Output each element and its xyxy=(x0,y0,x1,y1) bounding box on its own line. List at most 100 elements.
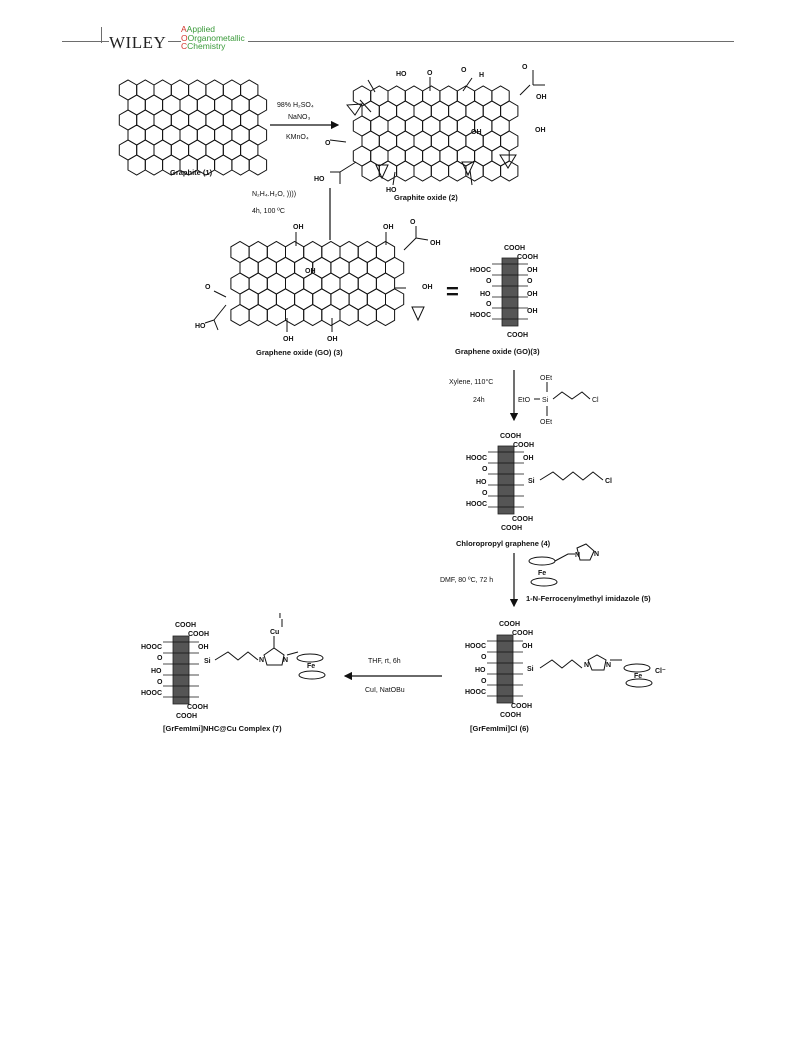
c5-n2: N xyxy=(594,551,599,558)
s4-cooh-4: COOH xyxy=(501,525,522,532)
graphene-sheet-7: COOH COOH HOOC OH O Si HO O HOOC COOH CO… xyxy=(141,613,326,720)
hexagon-ring xyxy=(214,154,233,176)
go2-o-left: O xyxy=(325,140,331,147)
journal-line-2: OOrganometallic xyxy=(181,32,245,43)
go2-oh-top: HO xyxy=(396,71,407,78)
s7-n2: N xyxy=(283,657,288,664)
s3-oh-2: OH xyxy=(527,291,538,298)
equals-sign: = xyxy=(446,279,459,304)
s6-cooh-1: COOH xyxy=(499,621,520,628)
hexagon-ring xyxy=(465,160,484,182)
compound-2-label: Graphite oxide (2) xyxy=(394,193,458,202)
step2-reagent-a: N₂H₄.H₂O, )))) xyxy=(252,191,296,198)
hexagon-ring xyxy=(248,303,268,327)
compound-1-label: Graphite (1) xyxy=(170,168,213,177)
go2-h-ald: H xyxy=(479,72,484,79)
ferrocenyl-imidazole-structure xyxy=(528,543,595,587)
go2-ho-bottom: HO xyxy=(386,187,397,194)
s4-cooh-2: COOH xyxy=(513,442,534,449)
step2-reagent-b: 4h, 100 ºC xyxy=(252,208,285,215)
hexagon-ring xyxy=(430,160,450,182)
s4-cl: Cl xyxy=(605,478,612,485)
s7-i: I xyxy=(279,613,281,620)
s4-o-2: O xyxy=(482,490,488,497)
s7-si: Si xyxy=(204,658,211,665)
s4-cooh-1: COOH xyxy=(500,433,521,440)
s3-o-3: O xyxy=(486,301,492,308)
go3-oh-top1: OH xyxy=(293,224,304,231)
hexagon-ring xyxy=(375,303,396,327)
go2-ho-left: HO xyxy=(314,176,325,183)
header-tick xyxy=(101,27,102,43)
graphene-sheet-3b: COOH COOH HOOC OH O O HO OH O HOOC OH CO… xyxy=(470,245,538,339)
hexagon-ring xyxy=(303,303,323,327)
s3-cooh-2: COOH xyxy=(517,254,538,261)
s6-hooc-1: HOOC xyxy=(465,643,486,650)
go3-o-acid: O xyxy=(410,219,416,226)
hexagon-ring xyxy=(230,303,250,327)
s7-o-2: O xyxy=(157,679,163,686)
s7-hooc-1: HOOC xyxy=(141,644,162,651)
hexagon-ring xyxy=(285,303,305,327)
s7-cooh-1: COOH xyxy=(175,622,196,629)
s3-o-1: O xyxy=(486,278,492,285)
go2-o-ald: O xyxy=(461,67,467,74)
s7-cooh-4: COOH xyxy=(176,713,197,720)
go3-oh-bottom2: OH xyxy=(327,336,338,343)
graphene-oxide-structure xyxy=(204,226,429,332)
journal-name: AApplied OOrganometallic CChemistry xyxy=(181,25,248,51)
hexagon-ring xyxy=(413,160,432,182)
s6-cooh-3: COOH xyxy=(511,703,532,710)
go3-oh-right: OH xyxy=(422,284,433,291)
s4-oh-1: OH xyxy=(523,455,534,462)
hexagon-ring xyxy=(321,303,341,327)
graphite-oxide-structure xyxy=(329,70,545,186)
s4-ho-1: HO xyxy=(476,479,487,486)
silane-cl: Cl xyxy=(592,397,599,404)
step4-reagent-a: DMF, 80 ºC, 72 h xyxy=(440,577,493,584)
s7-n1: N xyxy=(259,657,264,664)
s4-cooh-3: COOH xyxy=(512,516,533,523)
step3-reagent-a: Xylene, 110°C xyxy=(449,378,493,386)
s6-ho-1: HO xyxy=(475,667,486,674)
s7-hooc-2: HOOC xyxy=(141,690,162,697)
step3-reagent-b: 24h xyxy=(473,397,485,404)
s7-ho-1: HO xyxy=(151,668,162,675)
s6-fe: Fe xyxy=(634,673,642,680)
hexagon-ring xyxy=(231,154,250,176)
s4-si: Si xyxy=(528,478,535,485)
compound-4-label: Chloropropyl graphene (4) xyxy=(456,539,551,548)
graphene-sheet-4: COOH COOH HOOC OH O Si Cl HO O HOOC COOH… xyxy=(466,433,612,532)
s6-hooc-2: HOOC xyxy=(465,689,486,696)
go3-oh-bottom1: OH xyxy=(283,336,294,343)
go3-ho-left: HO xyxy=(195,323,206,330)
c5-fe: Fe xyxy=(538,570,546,577)
step1-reagent-c: KMnO₄ xyxy=(286,134,309,141)
go2-o-acid: O xyxy=(522,64,528,71)
s6-o-1: O xyxy=(481,654,487,661)
go3-oh-top2: OH xyxy=(383,224,394,231)
s6-oh-1: OH xyxy=(522,643,533,650)
s3-hooc-1: HOOC xyxy=(470,267,491,274)
journal-line-3-text: Chemistry xyxy=(187,41,226,51)
step5-reagent-a: THF, rt, 6h xyxy=(368,658,401,665)
s7-cu: Cu xyxy=(270,629,279,636)
silane-si: Si xyxy=(542,397,549,404)
s7-o-1: O xyxy=(157,655,163,662)
s4-hooc-1: HOOC xyxy=(466,455,487,462)
compound-3b-label: Graphene oxide (GO)(3) xyxy=(455,347,540,356)
c5-n1: N xyxy=(575,552,580,559)
go3-o-left: O xyxy=(205,284,211,291)
graphene-sheet-6: COOH COOH HOOC OH O Si HO O HOOC COOH CO… xyxy=(465,621,666,719)
s6-cl-minus: Cl⁻ xyxy=(655,668,666,675)
compound-7-label: [GrFemImi]NHC@Cu Complex (7) xyxy=(163,724,282,733)
s7-cooh-2: COOH xyxy=(188,631,209,638)
compound-6-label: [GrFemImi]Cl (6) xyxy=(470,724,529,733)
s6-cooh-2: COOH xyxy=(512,630,533,637)
s6-o-2: O xyxy=(481,678,487,685)
hexagon-ring xyxy=(396,160,415,182)
go2-oh-right: OH xyxy=(535,127,546,134)
hexagon-ring xyxy=(248,154,268,176)
step1-reagent-a: 98% H₂SO₄ xyxy=(277,102,314,109)
